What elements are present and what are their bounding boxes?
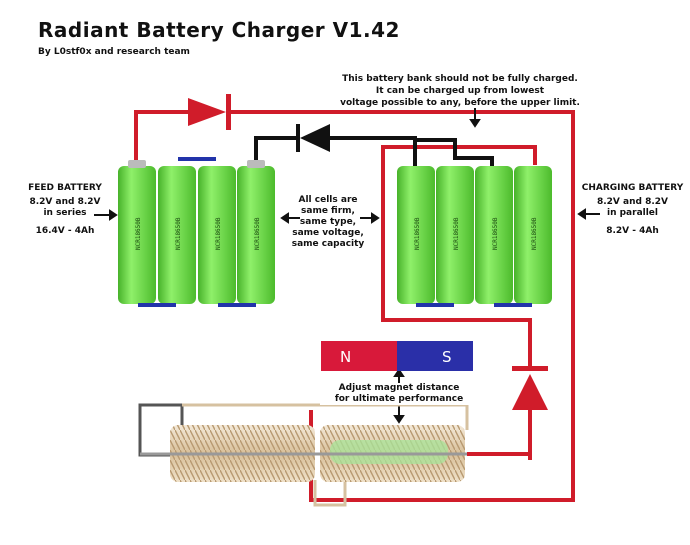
cell-label: NCR18650B xyxy=(175,217,182,250)
magnet-north-label: N xyxy=(340,348,351,366)
terminal-strap xyxy=(178,157,216,161)
cell-label: NCR18650B xyxy=(531,217,538,250)
terminal-strap xyxy=(416,303,454,307)
author-credit: By L0stf0x and research team xyxy=(38,47,190,57)
battery-cell-icon xyxy=(514,166,552,304)
battery-cell-icon xyxy=(158,166,196,304)
magnet-note-line: for ultimate performance xyxy=(334,394,464,404)
cell-label: NCR18650B xyxy=(414,217,421,250)
diode-icon xyxy=(296,124,330,152)
cell-label: NCR18650B xyxy=(215,217,222,250)
feed-config: 8.2V and 8.2V xyxy=(29,197,101,207)
battery-cell-icon xyxy=(397,166,435,304)
diode-icon xyxy=(188,94,231,130)
battery-cell-icon xyxy=(475,166,513,304)
terminal-strap xyxy=(494,303,532,307)
feed-battery-pack: NCR18650B NCR18650B NCR18650B NCR18650B xyxy=(118,157,275,307)
cells-note-line: same voltage, xyxy=(292,228,364,238)
double-arrow-icon xyxy=(280,212,380,224)
arrow-icon xyxy=(393,404,405,424)
cells-note: All cells are same firm, same type, same… xyxy=(290,195,366,250)
note-line: This battery bank should not be fully ch… xyxy=(342,74,578,84)
battery-cell-icon xyxy=(436,166,474,304)
battery-bank-note: This battery bank should not be fully ch… xyxy=(340,73,580,109)
negative-wire xyxy=(254,136,494,167)
reed-switch xyxy=(330,440,448,464)
feed-config: in series xyxy=(43,208,87,218)
battery-cell-icon xyxy=(237,160,275,304)
cell-label: NCR18650B xyxy=(135,217,142,250)
page-title: Radiant Battery Charger V1.42 xyxy=(38,18,400,42)
cells-note-line: same firm, xyxy=(301,206,355,216)
note-line: It can be charged up from lowest xyxy=(375,86,545,96)
note-line: voltage possible to any, before the uppe… xyxy=(340,98,580,108)
charging-config: 8.2V and 8.2V xyxy=(596,197,668,207)
cell-label: NCR18650B xyxy=(492,217,499,250)
cells-note-line: same type, xyxy=(299,217,357,227)
arrow-icon xyxy=(469,108,481,128)
terminal-strap xyxy=(138,303,176,307)
arrow-icon xyxy=(577,208,600,220)
arrow-icon xyxy=(393,368,405,384)
charging-config: in parallel xyxy=(606,208,658,218)
battery-cell-icon xyxy=(198,166,236,304)
cells-note-line: All cells are xyxy=(298,195,358,205)
charging-battery-pack: NCR18650B NCR18650B NCR18650B NCR18650B xyxy=(397,166,552,307)
diode-icon xyxy=(512,366,548,410)
charging-rating: 8.2V - 4Ah xyxy=(606,226,659,236)
cell-label: NCR18650B xyxy=(254,217,261,250)
magnet-note-line: Adjust magnet distance xyxy=(338,383,460,393)
feed-rating: 16.4V - 4Ah xyxy=(35,226,95,236)
feed-battery-heading: FEED BATTERY xyxy=(28,183,102,193)
charging-battery-info: CHARGING BATTERY 8.2V and 8.2V in parall… xyxy=(580,183,685,237)
terminal-strap xyxy=(218,303,256,307)
battery-cell-icon xyxy=(118,160,156,304)
magnet: N S xyxy=(321,341,473,371)
magnet-south-label: S xyxy=(442,348,452,366)
arrow-icon xyxy=(94,209,118,221)
feed-battery-info: FEED BATTERY 8.2V and 8.2V in series 16.… xyxy=(20,183,110,237)
positive-wire xyxy=(467,452,532,460)
charging-battery-heading: CHARGING BATTERY xyxy=(581,183,684,193)
cell-label: NCR18650B xyxy=(453,217,460,250)
cells-note-line: same capacity xyxy=(291,239,365,249)
magnet-note: Adjust magnet distance for ultimate perf… xyxy=(320,383,478,405)
